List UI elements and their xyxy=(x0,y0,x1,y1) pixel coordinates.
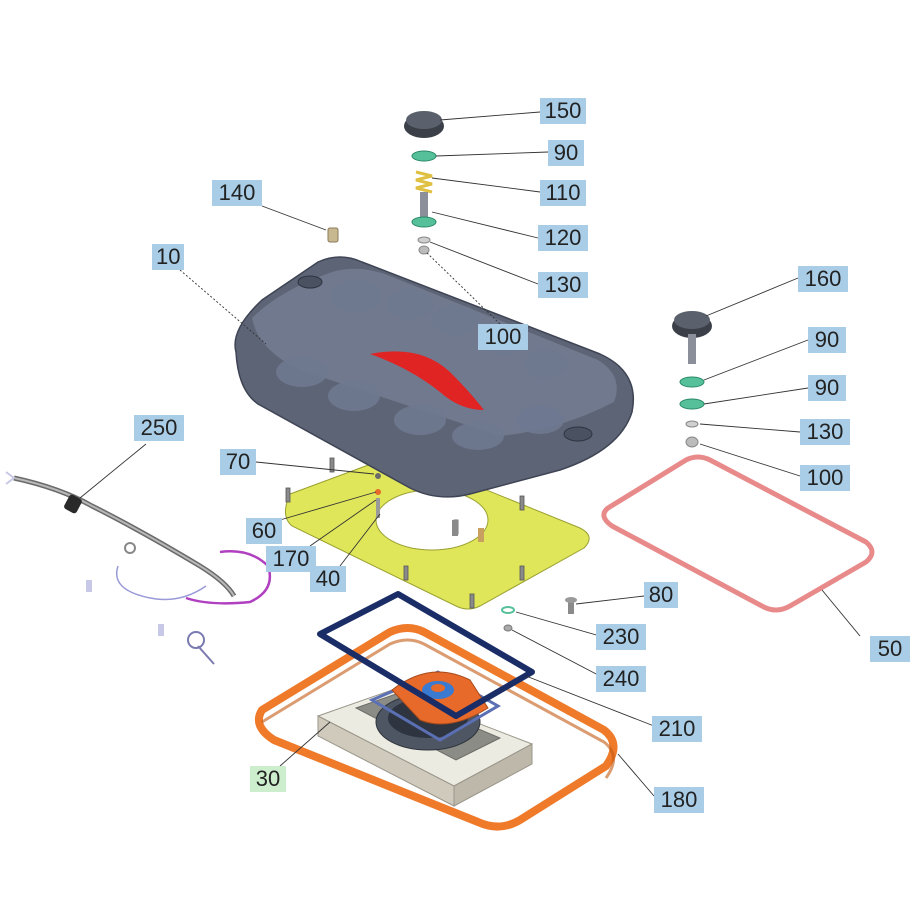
callout-240[interactable]: 240 xyxy=(596,666,646,692)
callout-30[interactable]: 30 xyxy=(250,766,286,792)
leader-lines xyxy=(79,111,861,797)
navy-gasket-part xyxy=(317,591,535,719)
callout-40[interactable]: 40 xyxy=(310,566,346,592)
callout-120[interactable]: 120 xyxy=(538,225,588,251)
callout-100[interactable]: 100 xyxy=(800,465,850,491)
callout-70[interactable]: 70 xyxy=(220,449,256,475)
callout-110[interactable]: 110 xyxy=(540,180,586,206)
callout-10[interactable]: 10 xyxy=(152,244,184,270)
callout-180[interactable]: 180 xyxy=(654,787,704,813)
small-hardware xyxy=(452,520,577,632)
callout-140[interactable]: 140 xyxy=(212,180,262,206)
callout-90[interactable]: 90 xyxy=(808,375,846,401)
callout-250[interactable]: 250 xyxy=(134,415,184,441)
valve-stack-top xyxy=(404,111,444,255)
callout-170[interactable]: 170 xyxy=(266,546,316,572)
cable-assembly-part xyxy=(5,471,272,665)
valve-stack-right xyxy=(672,311,712,448)
callout-230[interactable]: 230 xyxy=(596,624,646,650)
callout-90[interactable]: 90 xyxy=(548,140,584,166)
base-unit-part xyxy=(316,670,534,807)
main-housing-part xyxy=(234,256,634,498)
callout-130[interactable]: 130 xyxy=(538,272,588,298)
callout-100[interactable]: 100 xyxy=(478,324,528,350)
fitting-140 xyxy=(327,227,339,243)
callout-130[interactable]: 130 xyxy=(800,419,850,445)
callout-210[interactable]: 210 xyxy=(652,716,702,742)
callout-80[interactable]: 80 xyxy=(644,582,678,608)
callout-90[interactable]: 90 xyxy=(808,327,846,353)
callout-50[interactable]: 50 xyxy=(870,636,910,662)
pink-gasket-part xyxy=(601,454,875,613)
callout-150[interactable]: 150 xyxy=(540,98,586,124)
orange-gasket-part xyxy=(255,624,618,831)
callout-160[interactable]: 160 xyxy=(798,266,848,292)
callout-60[interactable]: 60 xyxy=(246,518,282,544)
